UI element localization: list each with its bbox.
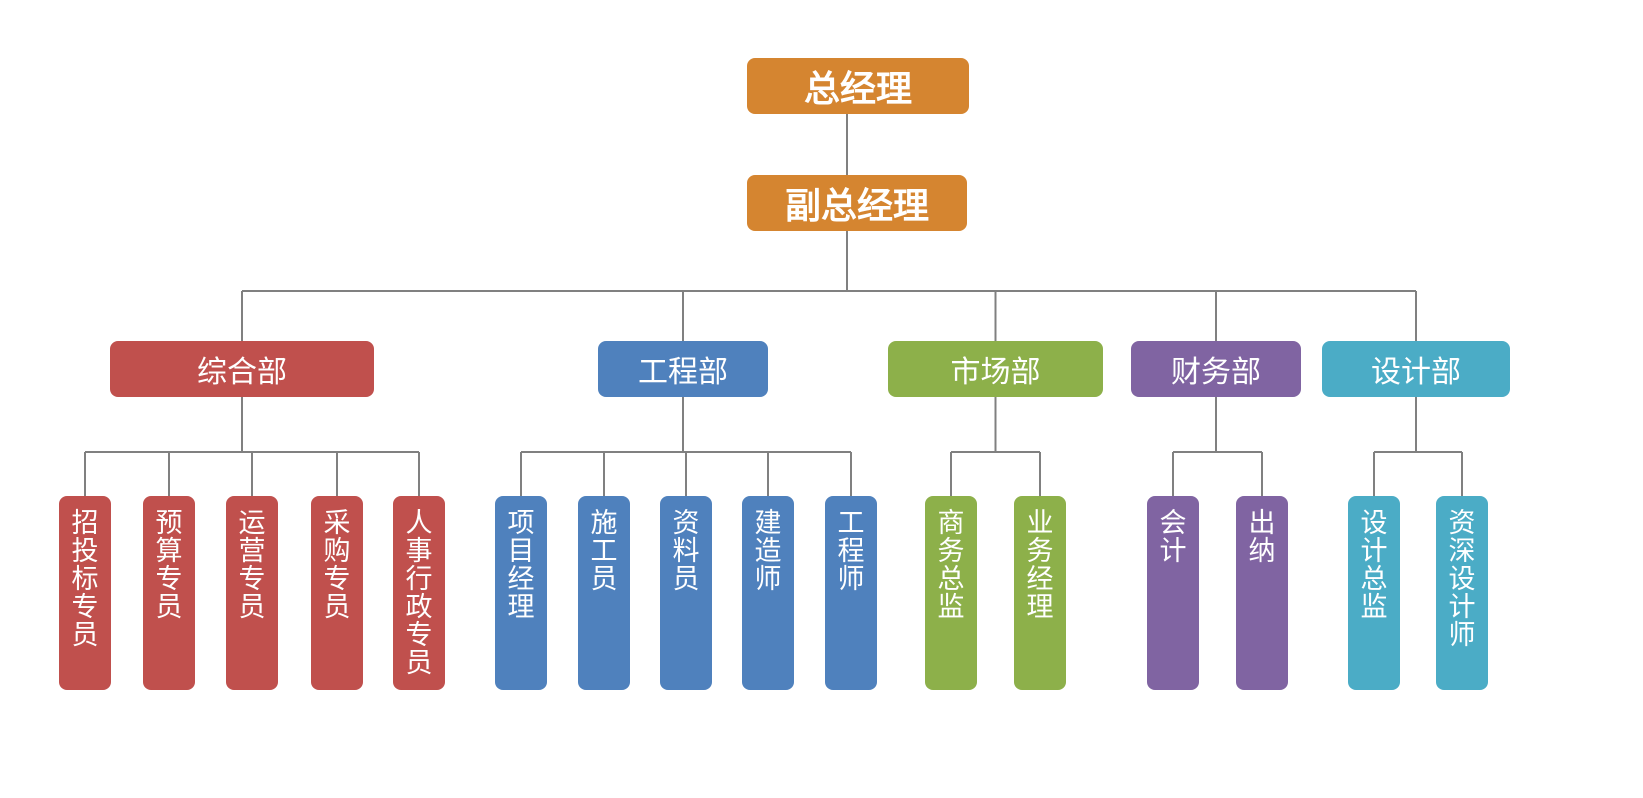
role-label: 会计: [1159, 508, 1187, 567]
role-label: 设计总监: [1360, 508, 1388, 623]
deputy-manager-box: 副总经理: [747, 175, 967, 231]
role-label: 出纳: [1248, 508, 1276, 567]
role-label: 资料员: [672, 508, 700, 595]
department-box: 设计部: [1322, 341, 1510, 397]
role-box: 设计总监: [1348, 496, 1400, 690]
role-box: 资深设计师: [1436, 496, 1488, 690]
role-box: 商务总监: [925, 496, 977, 690]
department-box: 综合部: [110, 341, 374, 397]
role-box: 业务经理: [1014, 496, 1066, 690]
role-box: 项目经理: [495, 496, 547, 690]
role-box: 资料员: [660, 496, 712, 690]
department-label: 工程部: [638, 355, 728, 390]
department-label: 综合部: [197, 355, 287, 390]
role-box: 施工员: [578, 496, 630, 690]
role-box: 人事行政专员: [393, 496, 445, 690]
role-label: 资深设计师: [1448, 508, 1476, 651]
role-label: 建造师: [754, 508, 782, 595]
role-box: 运营专员: [226, 496, 278, 690]
deputy-manager-label: 副总经理: [784, 186, 929, 227]
role-label: 运营专员: [238, 508, 266, 623]
role-label: 商务总监: [937, 508, 965, 623]
role-box: 会计: [1147, 496, 1199, 690]
role-box: 工程师: [825, 496, 877, 690]
general-manager-box: 总经理: [747, 58, 969, 114]
role-label: 采购专员: [323, 508, 351, 623]
role-label: 业务经理: [1026, 508, 1054, 623]
general-manager-label: 总经理: [803, 69, 912, 110]
role-label: 预算专员: [155, 508, 183, 623]
role-box: 预算专员: [143, 496, 195, 690]
department-box: 市场部: [888, 341, 1103, 397]
role-label: 施工员: [590, 508, 618, 595]
department-label: 市场部: [950, 355, 1041, 390]
role-box: 采购专员: [311, 496, 363, 690]
role-label: 工程师: [837, 508, 865, 595]
department-label: 财务部: [1171, 355, 1261, 390]
department-box: 财务部: [1131, 341, 1301, 397]
department-label: 设计部: [1371, 355, 1461, 390]
role-box: 招投标专员: [59, 496, 111, 690]
department-box: 工程部: [598, 341, 768, 397]
role-label: 人事行政专员: [405, 508, 433, 679]
role-box: 出纳: [1236, 496, 1288, 690]
role-label: 招投标专员: [71, 508, 99, 651]
role-box: 建造师: [742, 496, 794, 690]
role-label: 项目经理: [507, 508, 535, 623]
